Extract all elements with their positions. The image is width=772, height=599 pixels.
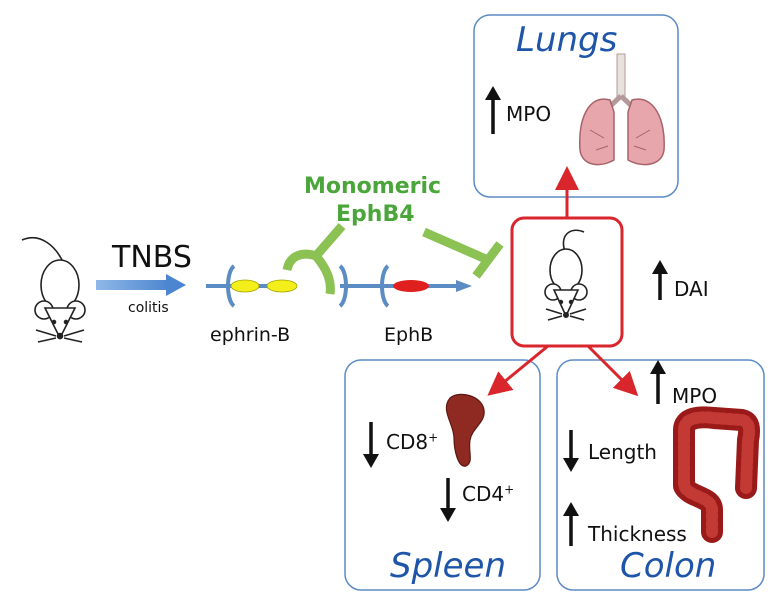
cd4-label: CD4+ <box>462 482 515 506</box>
inhibitor-label-line2: EphB4 <box>336 202 415 227</box>
inhibitor-label-line1: Monomeric <box>304 174 442 199</box>
inhibition-symbol <box>422 227 504 279</box>
trend-arrows <box>363 86 668 546</box>
tnbs-arrow <box>96 274 186 296</box>
untreated-mouse-icon <box>21 237 86 343</box>
lungs-title: Lungs <box>516 20 618 60</box>
ligand-label: ephrin-B <box>210 324 291 346</box>
lungs-icon <box>579 53 665 166</box>
lungs-mpo-label: MPO <box>506 102 552 126</box>
ephb-receptor-icon <box>338 264 472 308</box>
stimulus-label: TNBS <box>112 240 192 275</box>
lungs-box <box>473 14 679 198</box>
arrow-to-spleen <box>487 344 549 396</box>
arrow-to-colon <box>586 344 639 397</box>
cd8-label: CD8+ <box>386 430 439 454</box>
ephrin-b-ligand-icon <box>206 264 298 308</box>
dai-label: DAI <box>674 277 709 301</box>
colon-length-label: Length <box>588 440 657 464</box>
spleen-icon <box>445 393 485 467</box>
spleen-box <box>344 359 541 591</box>
colon-title: Colon <box>620 546 717 586</box>
spleen-title: Spleen <box>390 546 506 586</box>
colon-thickness-label: Thickness <box>588 522 687 546</box>
colon-mpo-label: MPO <box>672 384 718 408</box>
receptor-label: EphB <box>384 324 434 346</box>
stimulus-subtitle: colitis <box>128 300 169 316</box>
treated-mouse-icon <box>544 229 588 321</box>
colon-icon <box>673 406 761 543</box>
monomeric-ephb4-icon <box>282 223 346 295</box>
